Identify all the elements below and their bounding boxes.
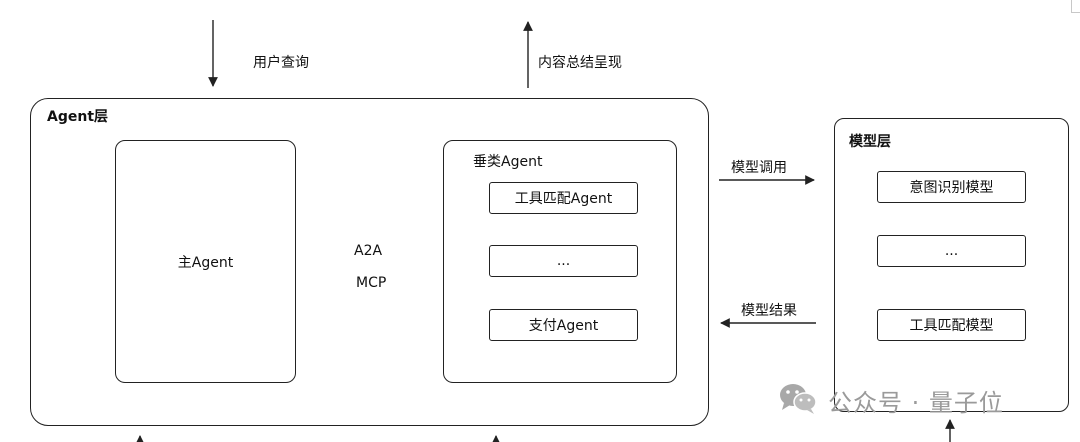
model-item-label: 意图识别模型 bbox=[909, 180, 994, 196]
model-item-label: ... bbox=[944, 243, 959, 259]
model-call-label: 模型调用 bbox=[731, 160, 787, 176]
main-agent-label: 主Agent bbox=[177, 254, 234, 271]
vertical-agent-title: 垂类Agent bbox=[473, 154, 543, 170]
vertical-agent-item: ... bbox=[489, 245, 638, 277]
corner-mark bbox=[1071, 0, 1080, 13]
model-item-label: 工具匹配模型 bbox=[909, 318, 994, 334]
content-summary-label: 内容总结呈现 bbox=[538, 55, 622, 71]
wechat-icon bbox=[780, 384, 817, 414]
protocol-a2a-label: A2A bbox=[354, 243, 383, 259]
vertical-agent-item: 工具匹配Agent bbox=[489, 182, 638, 214]
vertical-agent-item-label: 支付Agent bbox=[528, 318, 599, 334]
vertical-agent-item-label: ... bbox=[556, 253, 571, 269]
model-layer-title: 模型层 bbox=[849, 134, 891, 150]
vertical-agent-item-label: 工具匹配Agent bbox=[514, 191, 613, 207]
model-item: 意图识别模型 bbox=[877, 171, 1026, 203]
agent-layer-title: Agent层 bbox=[47, 109, 109, 125]
protocol-mcp-label: MCP bbox=[356, 275, 387, 291]
user-query-label: 用户查询 bbox=[253, 55, 309, 71]
model-result-label: 模型结果 bbox=[741, 303, 797, 319]
model-item: ... bbox=[877, 235, 1026, 267]
main-agent-box: 主Agent bbox=[115, 140, 296, 383]
watermark-text: 公众号 · 量子位 bbox=[828, 389, 1004, 417]
vertical-agent-item: 支付Agent bbox=[489, 309, 638, 341]
model-item: 工具匹配模型 bbox=[877, 309, 1026, 341]
